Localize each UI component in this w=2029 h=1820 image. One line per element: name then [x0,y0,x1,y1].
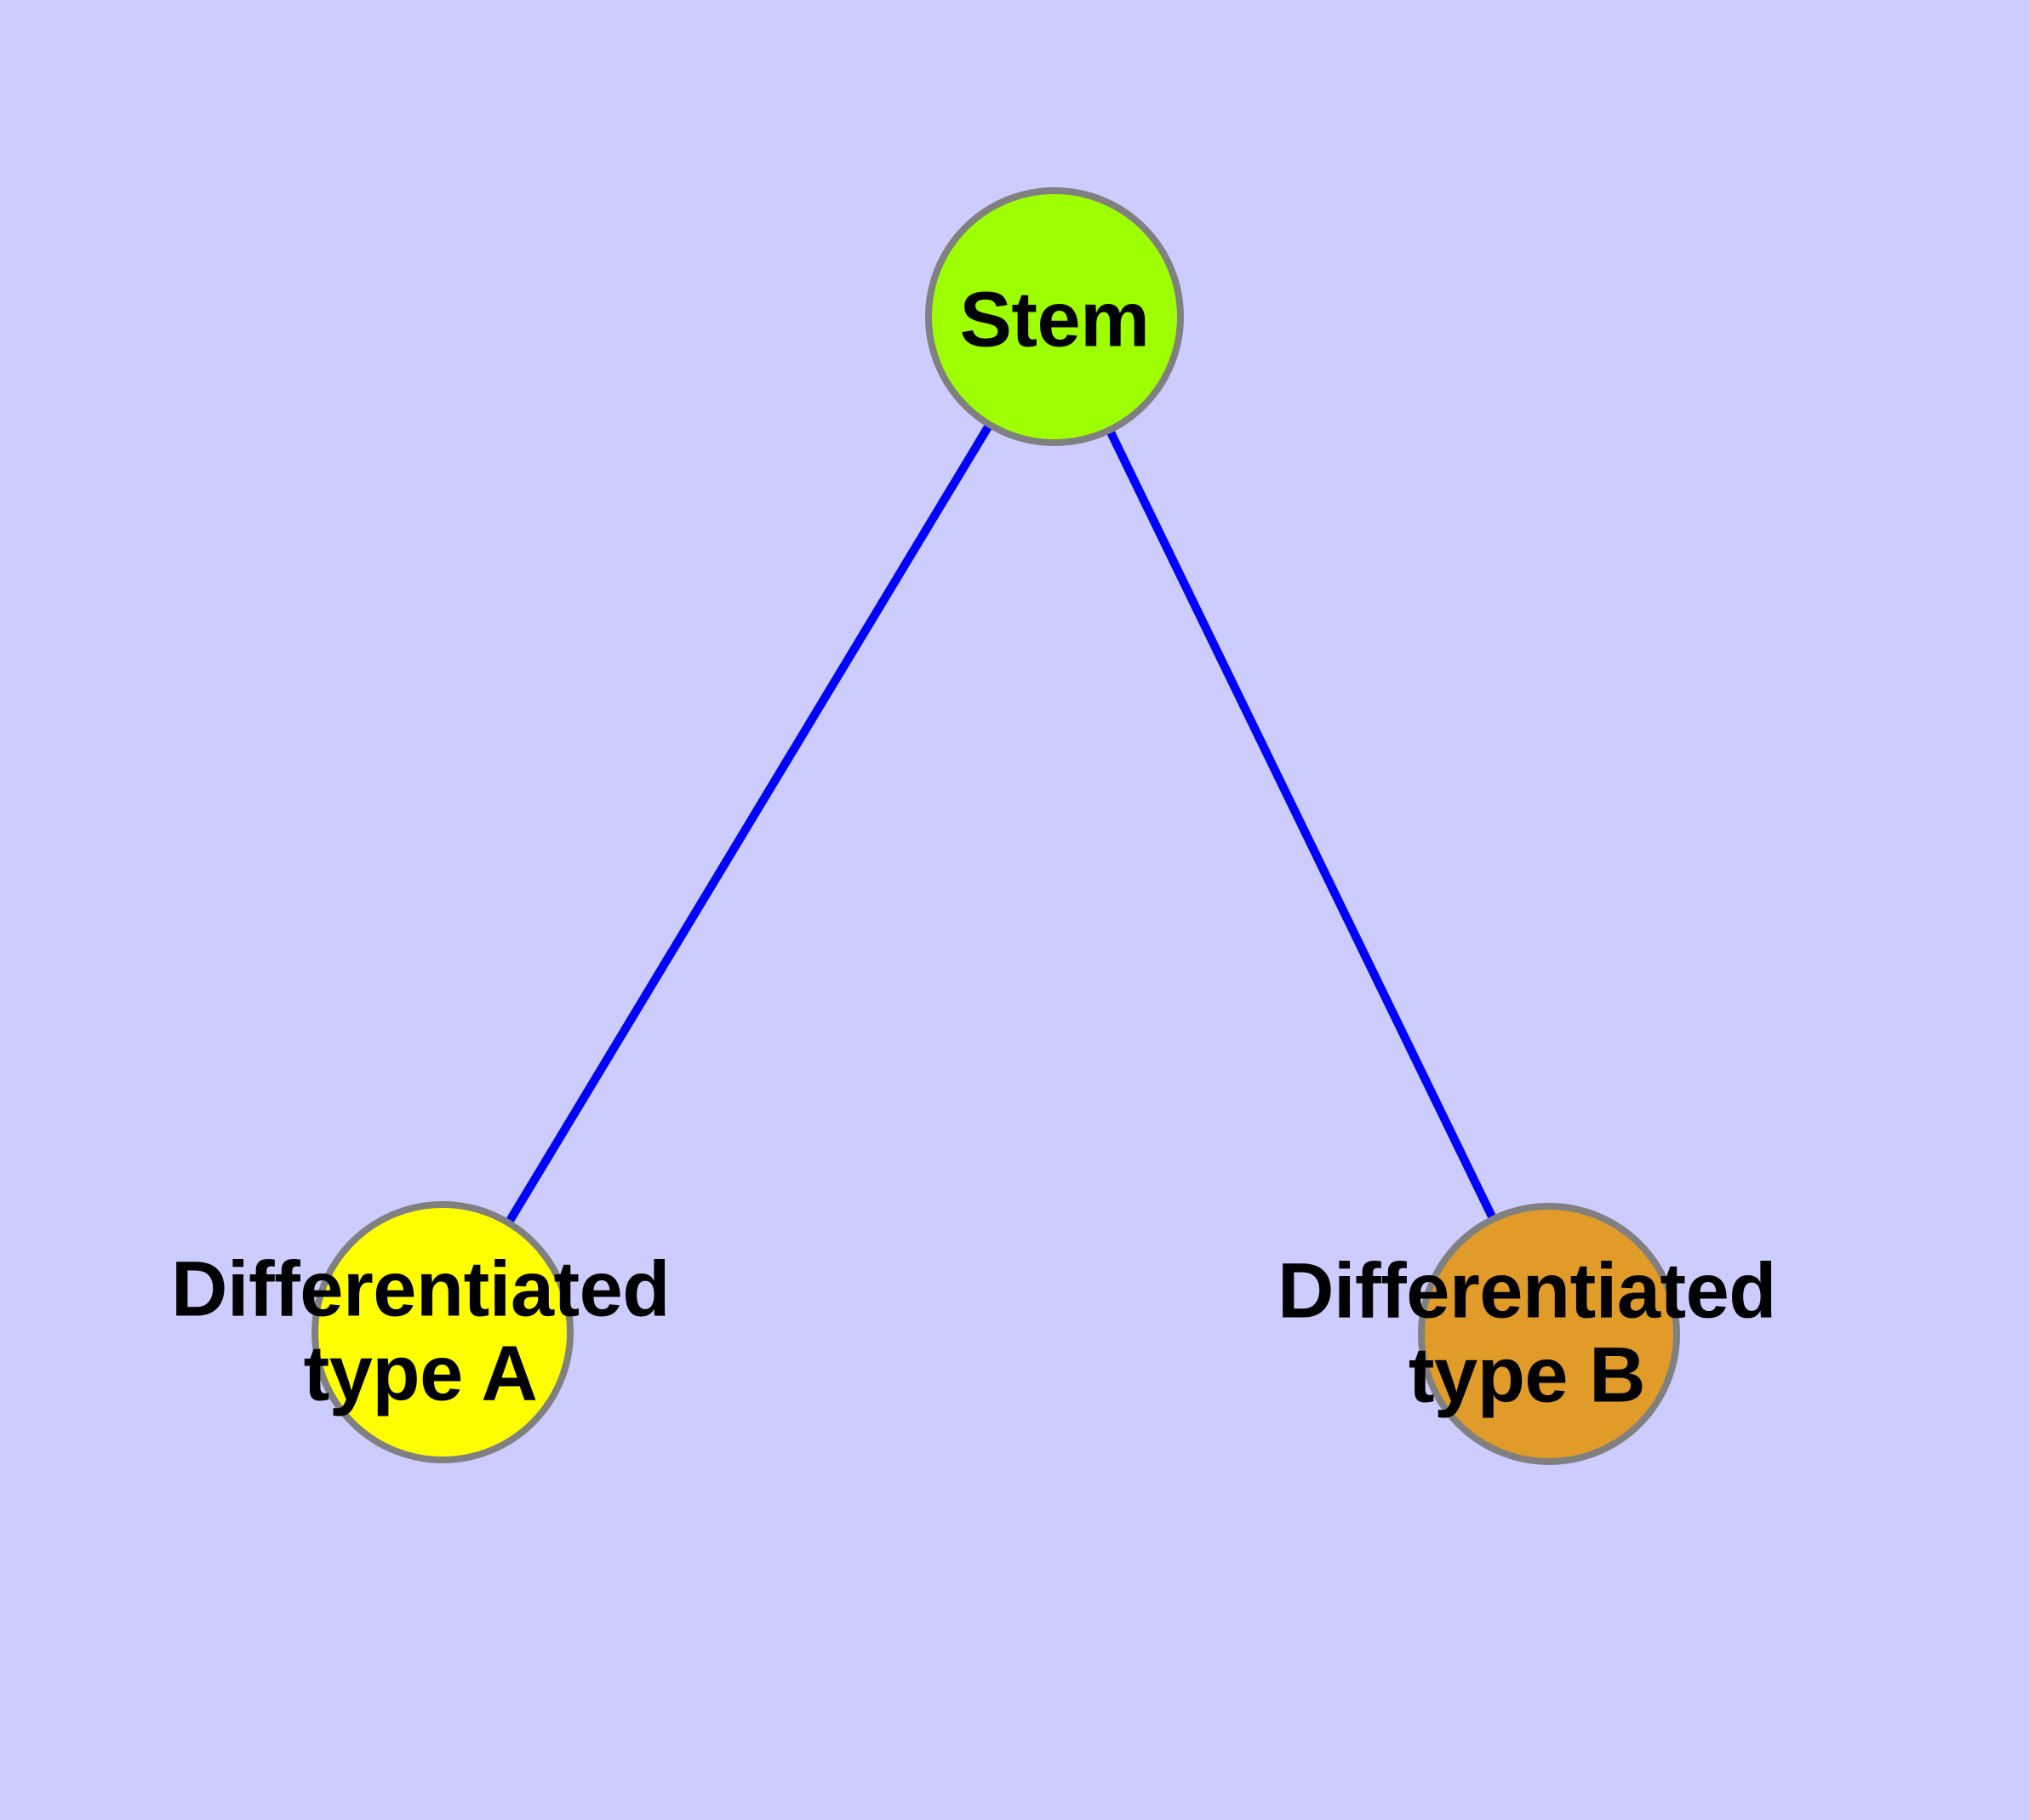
node-differentiated-type-a[interactable] [311,1201,574,1463]
node-differentiated-type-b[interactable] [1418,1203,1680,1465]
edge-stem-to-differentiated-a[interactable] [493,403,1005,1245]
edge-stem-to-differentiated-b[interactable] [1095,408,1507,1241]
node-stem[interactable] [925,187,1184,446]
edge-layer [493,403,1507,1245]
node-layer [311,187,1680,1465]
